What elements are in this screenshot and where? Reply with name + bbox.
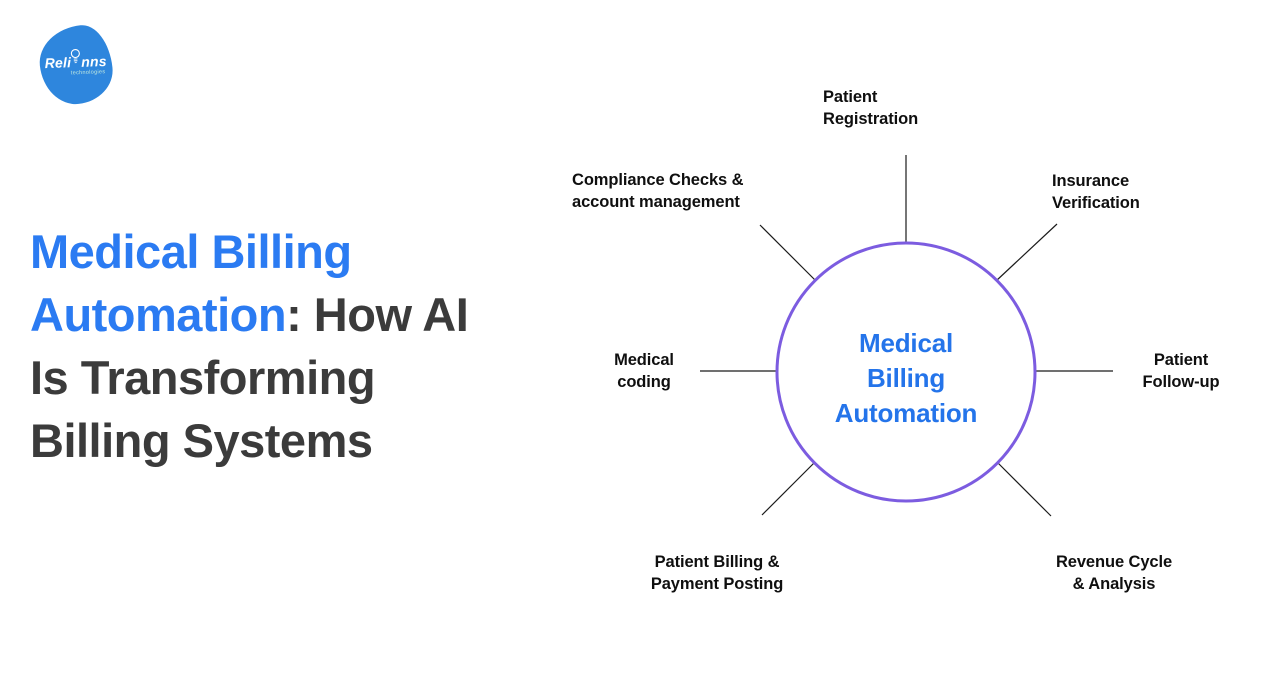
node-label-revenue-cycle-analysis: Revenue Cycle & Analysis — [1055, 553, 1173, 593]
logo-brand-text: Reli nns — [44, 48, 107, 71]
spoke-line-insurance-verification — [995, 223, 1058, 282]
relinns-logo: Reli nns technologies — [36, 22, 116, 108]
center-circle — [775, 241, 1037, 503]
node-label-patient-follow-up: Patient Follow-up — [1142, 351, 1220, 391]
lightbulb-icon — [71, 47, 82, 67]
spoke-line-revenue-cycle-analysis — [995, 460, 1052, 517]
node-label-compliance-checks-account-management: Compliance Checks & account management — [572, 171, 744, 211]
node-label-patient-registration: Patient Registration — [823, 88, 919, 128]
center-circle-label: Medical Billing Automation — [834, 328, 978, 428]
spoke-line-compliance-checks — [759, 224, 817, 282]
page-title: Medical Billing Automation: How AI Is Tr… — [30, 220, 502, 472]
node-label-patient-billing-payment-posting: Patient Billing & Payment Posting — [650, 553, 784, 593]
page-title-rest: : How AI Is Transforming Billing Systems — [30, 288, 469, 467]
node-label-insurance-verification: Insurance Verification — [1052, 172, 1140, 212]
spoke-line-patient-billing — [761, 460, 817, 516]
node-label-medical-coding: Medical coding — [614, 351, 674, 391]
page-title-highlight: Medical Billing Automation — [30, 225, 352, 341]
